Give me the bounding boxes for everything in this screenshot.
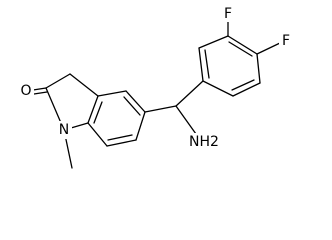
atom-labels: O N F F NH2: [18, 6, 293, 151]
bond-aryl-c5-c6-double: [231, 79, 261, 97]
bond-aryl-c3-c4-double: [227, 35, 258, 57]
amine-group: NH2: [186, 133, 222, 151]
oxygen-label: O: [20, 83, 31, 99]
chemical-structure-diagram: O N F F NH2: [18, 6, 293, 169]
bond-ch2-to-c3a: [69, 73, 99, 97]
bond-c5-c6: [135, 111, 146, 141]
bond-aryl-c6-c1: [202, 80, 234, 97]
bond-c3a-c4: [97, 90, 127, 97]
nitrogen-atom: N: [57, 121, 72, 139]
amine-label: NH2: [189, 134, 219, 150]
bond-c6-c7-double: [106, 134, 137, 147]
bond-carbonyl-c-o-double: [32, 87, 48, 95]
oxygen-atom: O: [18, 82, 34, 100]
bond-c4-c5-double: [123, 90, 146, 116]
bonds: [32, 19, 281, 169]
bond-c-f-right: [256, 42, 281, 55]
bond-ch-to-aryl: [175, 80, 204, 107]
nitrogen-label: N: [59, 122, 69, 138]
fluorine-top-atom: F: [221, 6, 235, 22]
fluorine-top-label: F: [224, 6, 232, 22]
fluorine-right-label: F: [282, 33, 290, 49]
fluorine-right-atom: F: [279, 32, 293, 50]
bond-aryl-c4-c5: [256, 53, 261, 84]
bond-ch-to-nh2: [175, 105, 197, 135]
bond-c7-c7a: [87, 122, 108, 147]
bond-c5-to-ch: [144, 105, 177, 113]
bond-aryl-c2-c3: [198, 35, 229, 49]
bond-c3a-c7a-double: [87, 95, 103, 124]
bond-carbonyl-c-to-ch2: [45, 73, 71, 89]
bond-aryl-c1-c2-double: [198, 47, 210, 82]
